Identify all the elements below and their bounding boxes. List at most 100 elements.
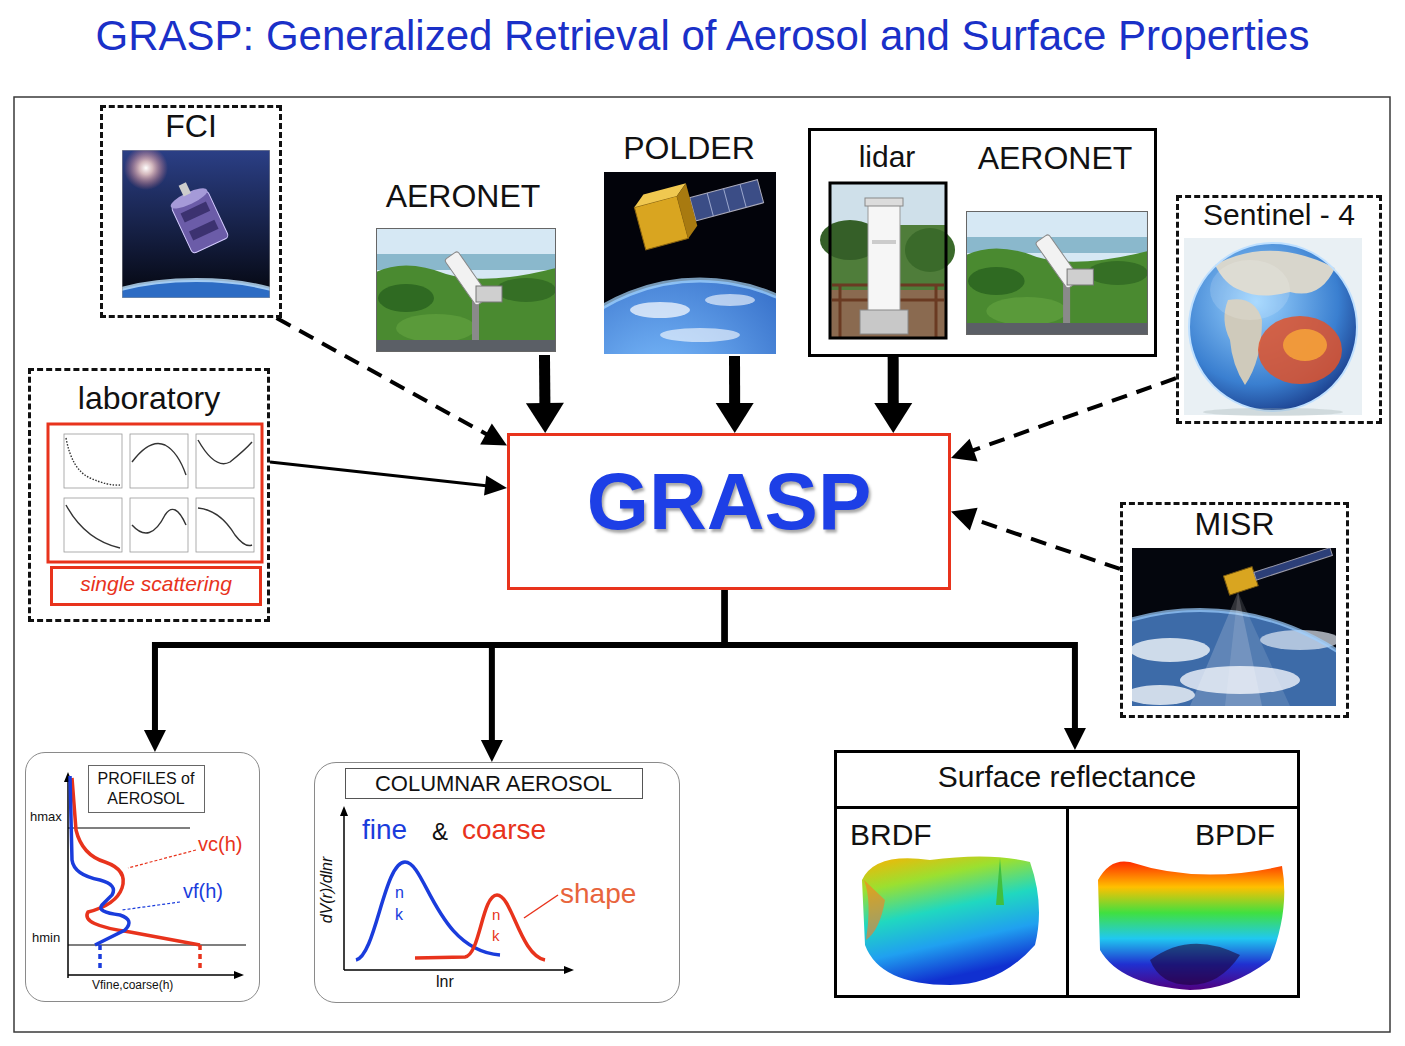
sentinel-globe-image (1203, 408, 1343, 416)
polder-satellite-image (707, 184, 746, 216)
index-label: k (395, 906, 403, 924)
arrow-head (481, 740, 503, 762)
laboratory-plots (130, 434, 188, 488)
lidar-photo (868, 202, 900, 312)
mode-label: coarse (462, 814, 546, 846)
sentinel-globe-image (1258, 316, 1342, 384)
text-holder: fine (362, 814, 407, 846)
laboratory-plots (196, 498, 254, 552)
text-holder: PROFILES of AEROSOL (88, 765, 205, 813)
text-holder: n (395, 884, 404, 902)
fci-satellite-image (122, 280, 270, 298)
output-panel: Surface reflectanceBRDFBPDF (834, 750, 1300, 998)
size-distribution-plot (415, 895, 545, 960)
text-holder: AERONET (366, 178, 560, 215)
polder-satellite-image (660, 328, 740, 342)
arrow-head (1064, 728, 1086, 750)
profile-plot (128, 850, 196, 868)
mode-label: fine (362, 814, 407, 846)
axis-label: Vfine,coarse(h) (92, 979, 173, 993)
misr-satellite-image (1223, 548, 1334, 595)
misr-satellite-image (1132, 685, 1195, 705)
brdf-surface (862, 856, 1039, 985)
instrument-panel: POLDER (598, 128, 780, 356)
connector-line (725, 590, 1075, 731)
core-box: GRASP (507, 433, 951, 590)
group-box: lidarAERONET (808, 128, 1157, 357)
mode-label: shape (560, 878, 636, 910)
index-label: n (492, 906, 500, 923)
text-holder: laboratory (31, 380, 267, 417)
misr-satellite-image (1132, 638, 1210, 662)
laboratory-plots (198, 508, 252, 546)
node-label: MISR (1123, 506, 1346, 543)
instrument-box: Sentinel - 4 (1176, 195, 1382, 424)
size-distribution-plot (340, 806, 348, 816)
connector-arrow (951, 378, 1176, 461)
node-label: PROFILES of AEROSOL (88, 765, 205, 813)
node-label: lidar (822, 140, 952, 175)
bpdf-surface (1098, 861, 1284, 990)
connector-arrow (277, 318, 507, 446)
laboratory-plots (48, 424, 262, 562)
fci-satellite-image (181, 202, 211, 223)
connector-arrow (526, 355, 564, 433)
outer-frame (14, 97, 1390, 1032)
misr-satellite-image (1132, 548, 1336, 706)
lidar-photo (872, 240, 896, 244)
size-distribution-plot (343, 814, 345, 970)
arrow-head (144, 730, 166, 752)
node-label: AERONET (958, 140, 1152, 177)
arrow-head (874, 403, 912, 433)
method-box: single scattering (50, 566, 262, 606)
polder-satellite-image (632, 172, 768, 250)
connector-line (970, 378, 1176, 451)
polder-satellite-image (630, 302, 690, 318)
misr-satellite-image (1260, 630, 1336, 650)
connector-arrow (951, 508, 1120, 569)
node-label: laboratory (31, 380, 267, 417)
instrument-panel: AERONET (366, 175, 560, 355)
node-label: BPDF (1195, 818, 1295, 853)
curve-label: vc(h) (198, 833, 242, 856)
profile-plot (68, 944, 246, 945)
polder-satellite-image (705, 294, 755, 306)
laboratory-plots (64, 434, 122, 488)
polder-satellite-image (604, 280, 776, 354)
misr-satellite-image (1254, 548, 1333, 580)
text-holder: GRASP: Generalized Retrieval of Aerosol … (0, 12, 1405, 60)
index-label: k (492, 927, 500, 944)
brdf-surface (864, 880, 885, 940)
text-holder: k (395, 906, 403, 924)
connector-arrow (874, 357, 912, 433)
page-title: GRASP: Generalized Retrieval of Aerosol … (0, 12, 1405, 60)
laboratory-plots (66, 438, 252, 548)
connector-line (277, 318, 490, 436)
instrument-panel: lidar (822, 134, 952, 344)
index-label: n (395, 884, 404, 902)
size-distribution-plot (344, 969, 566, 971)
arrow-head (951, 439, 978, 462)
axis-label: lnr (436, 973, 454, 991)
aeronet-photo (376, 228, 556, 352)
arrow-head (480, 423, 507, 445)
fci-satellite-image (122, 150, 270, 298)
arrow-head (716, 403, 754, 433)
misr-satellite-image (1225, 592, 1290, 706)
text-holder: shape (560, 878, 636, 910)
text-holder: BPDF (1195, 818, 1295, 853)
laboratory-plots (66, 438, 120, 485)
text-holder: BRDF (850, 818, 980, 853)
connector-line (888, 357, 899, 408)
laboratory-plots (48, 424, 262, 562)
laboratory-plots (196, 434, 254, 488)
axis-label: dV(r)/dlnr (318, 830, 336, 950)
fci-satellite-image (122, 280, 270, 298)
text-holder: Vfine,coarse(h) (92, 979, 173, 993)
brdf-surface (862, 856, 1039, 985)
node-label: FCI (103, 108, 279, 145)
sentinel-globe-image (1189, 243, 1357, 411)
size-distribution-plot (524, 895, 558, 918)
connector-arrow (481, 590, 725, 762)
node-label: Sentinel - 4 (1179, 198, 1379, 233)
